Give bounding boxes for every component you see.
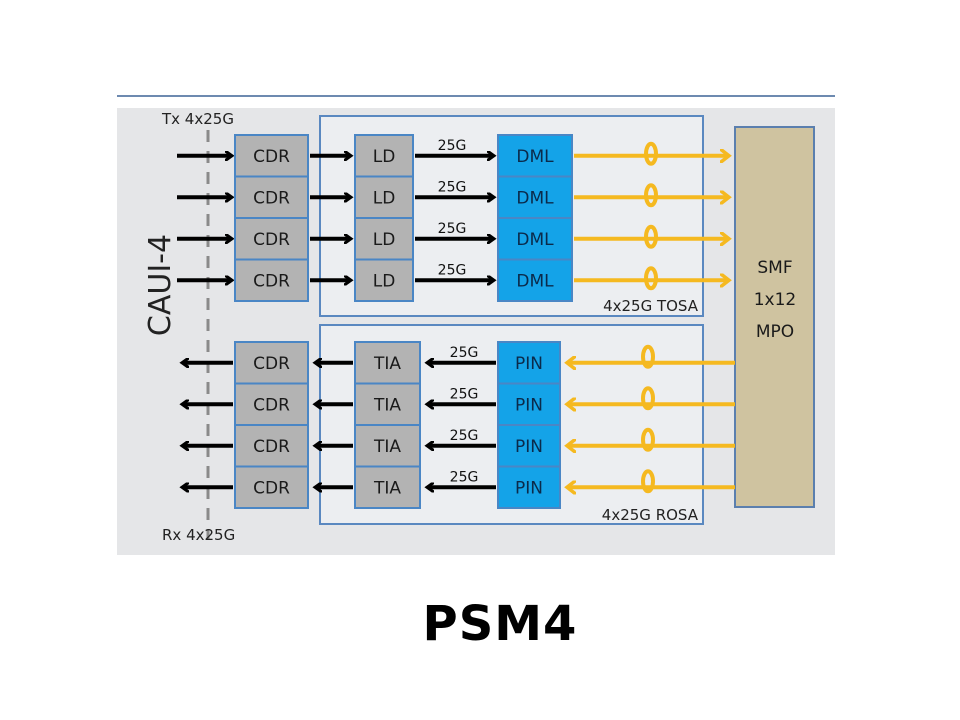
ld-block xyxy=(354,258,414,302)
dml-block-label: DML xyxy=(516,230,554,250)
ld-block-label: LD xyxy=(373,147,396,167)
top-rule xyxy=(117,95,835,97)
fiber-loop-icon xyxy=(644,266,658,291)
fiber-loop-icon xyxy=(641,469,655,494)
dml-block xyxy=(497,258,573,302)
tx-cdr-block xyxy=(234,258,309,302)
rosa-label: 4x25G ROSA xyxy=(602,506,699,524)
interface-label: CAUI-4 xyxy=(143,234,178,336)
fiber-loop-icon xyxy=(641,344,655,369)
mpo-connector xyxy=(734,126,815,508)
pin-block-label: PIN xyxy=(515,395,543,415)
dml-block-label: DML xyxy=(516,271,554,291)
tia-block-label: TIA xyxy=(373,354,401,374)
pin-block-label: PIN xyxy=(515,437,543,457)
pin-block xyxy=(497,465,561,509)
tx-cdr-block-label: CDR xyxy=(253,271,290,291)
rx-cdr-block xyxy=(234,465,309,509)
rx-cdr-block-label: CDR xyxy=(253,437,290,457)
tia-block-label: TIA xyxy=(373,478,401,498)
ld-block-label: LD xyxy=(373,188,396,208)
page-title: PSM4 xyxy=(422,596,578,652)
dml-block xyxy=(497,175,573,219)
pin-block-label: PIN xyxy=(515,354,543,374)
tx-lane-rate: 25G xyxy=(438,179,467,195)
rx-cdr-block xyxy=(234,341,309,385)
rx-label: Rx 4x25G xyxy=(162,526,235,544)
tia-block-label: TIA xyxy=(373,437,401,457)
tx-cdr-block xyxy=(234,134,309,178)
dml-block xyxy=(497,134,573,178)
connector-line-3: MPO xyxy=(756,322,794,342)
lanes-layer: CDR LD 25G DML PIN 25G TIA CDR CDR LD 25G DML PIN 25G… xyxy=(177,134,735,509)
fiber-loop-icon xyxy=(644,224,658,249)
rx-lane-rate: 25G xyxy=(450,469,479,485)
pin-block xyxy=(497,382,561,426)
fiber-loop-icon xyxy=(644,141,658,166)
rx-cdr-block-label: CDR xyxy=(253,395,290,415)
tia-block-label: TIA xyxy=(373,395,401,415)
pin-block-label: PIN xyxy=(515,478,543,498)
tx-lane-rate: 25G xyxy=(438,262,467,278)
ld-block-label: LD xyxy=(373,230,396,250)
tia-block xyxy=(354,382,421,426)
fiber-loop-icon xyxy=(641,427,655,452)
tx-lane-rate: 25G xyxy=(438,221,467,237)
ld-block xyxy=(354,175,414,219)
connector-line-2: 1x12 xyxy=(754,290,797,310)
rx-lane-rate: 25G xyxy=(450,345,479,361)
fiber-loop-icon xyxy=(644,183,658,208)
ld-block xyxy=(354,217,414,261)
dml-block-label: DML xyxy=(516,188,554,208)
tosa-label: 4x25G TOSA xyxy=(603,297,699,315)
connector-line-1: SMF xyxy=(757,258,792,278)
rx-cdr-block xyxy=(234,424,309,468)
tx-cdr-block xyxy=(234,175,309,219)
rx-cdr-block-label: CDR xyxy=(253,478,290,498)
tia-block xyxy=(354,341,421,385)
ld-block xyxy=(354,134,414,178)
rx-cdr-block xyxy=(234,382,309,426)
dml-block-label: DML xyxy=(516,147,554,167)
tx-cdr-block-label: CDR xyxy=(253,188,290,208)
rx-cdr-block-label: CDR xyxy=(253,354,290,374)
tx-cdr-block xyxy=(234,217,309,261)
tx-cdr-block-label: CDR xyxy=(253,230,290,250)
tia-block xyxy=(354,424,421,468)
tia-block xyxy=(354,465,421,509)
tx-label: Tx 4x25G xyxy=(161,110,234,128)
ld-block-label: LD xyxy=(373,271,396,291)
rx-lane-rate: 25G xyxy=(450,428,479,444)
tx-cdr-block-label: CDR xyxy=(253,147,290,167)
rx-lane-rate: 25G xyxy=(450,386,479,402)
fiber-loop-icon xyxy=(641,386,655,411)
tx-lane-rate: 25G xyxy=(438,138,467,154)
